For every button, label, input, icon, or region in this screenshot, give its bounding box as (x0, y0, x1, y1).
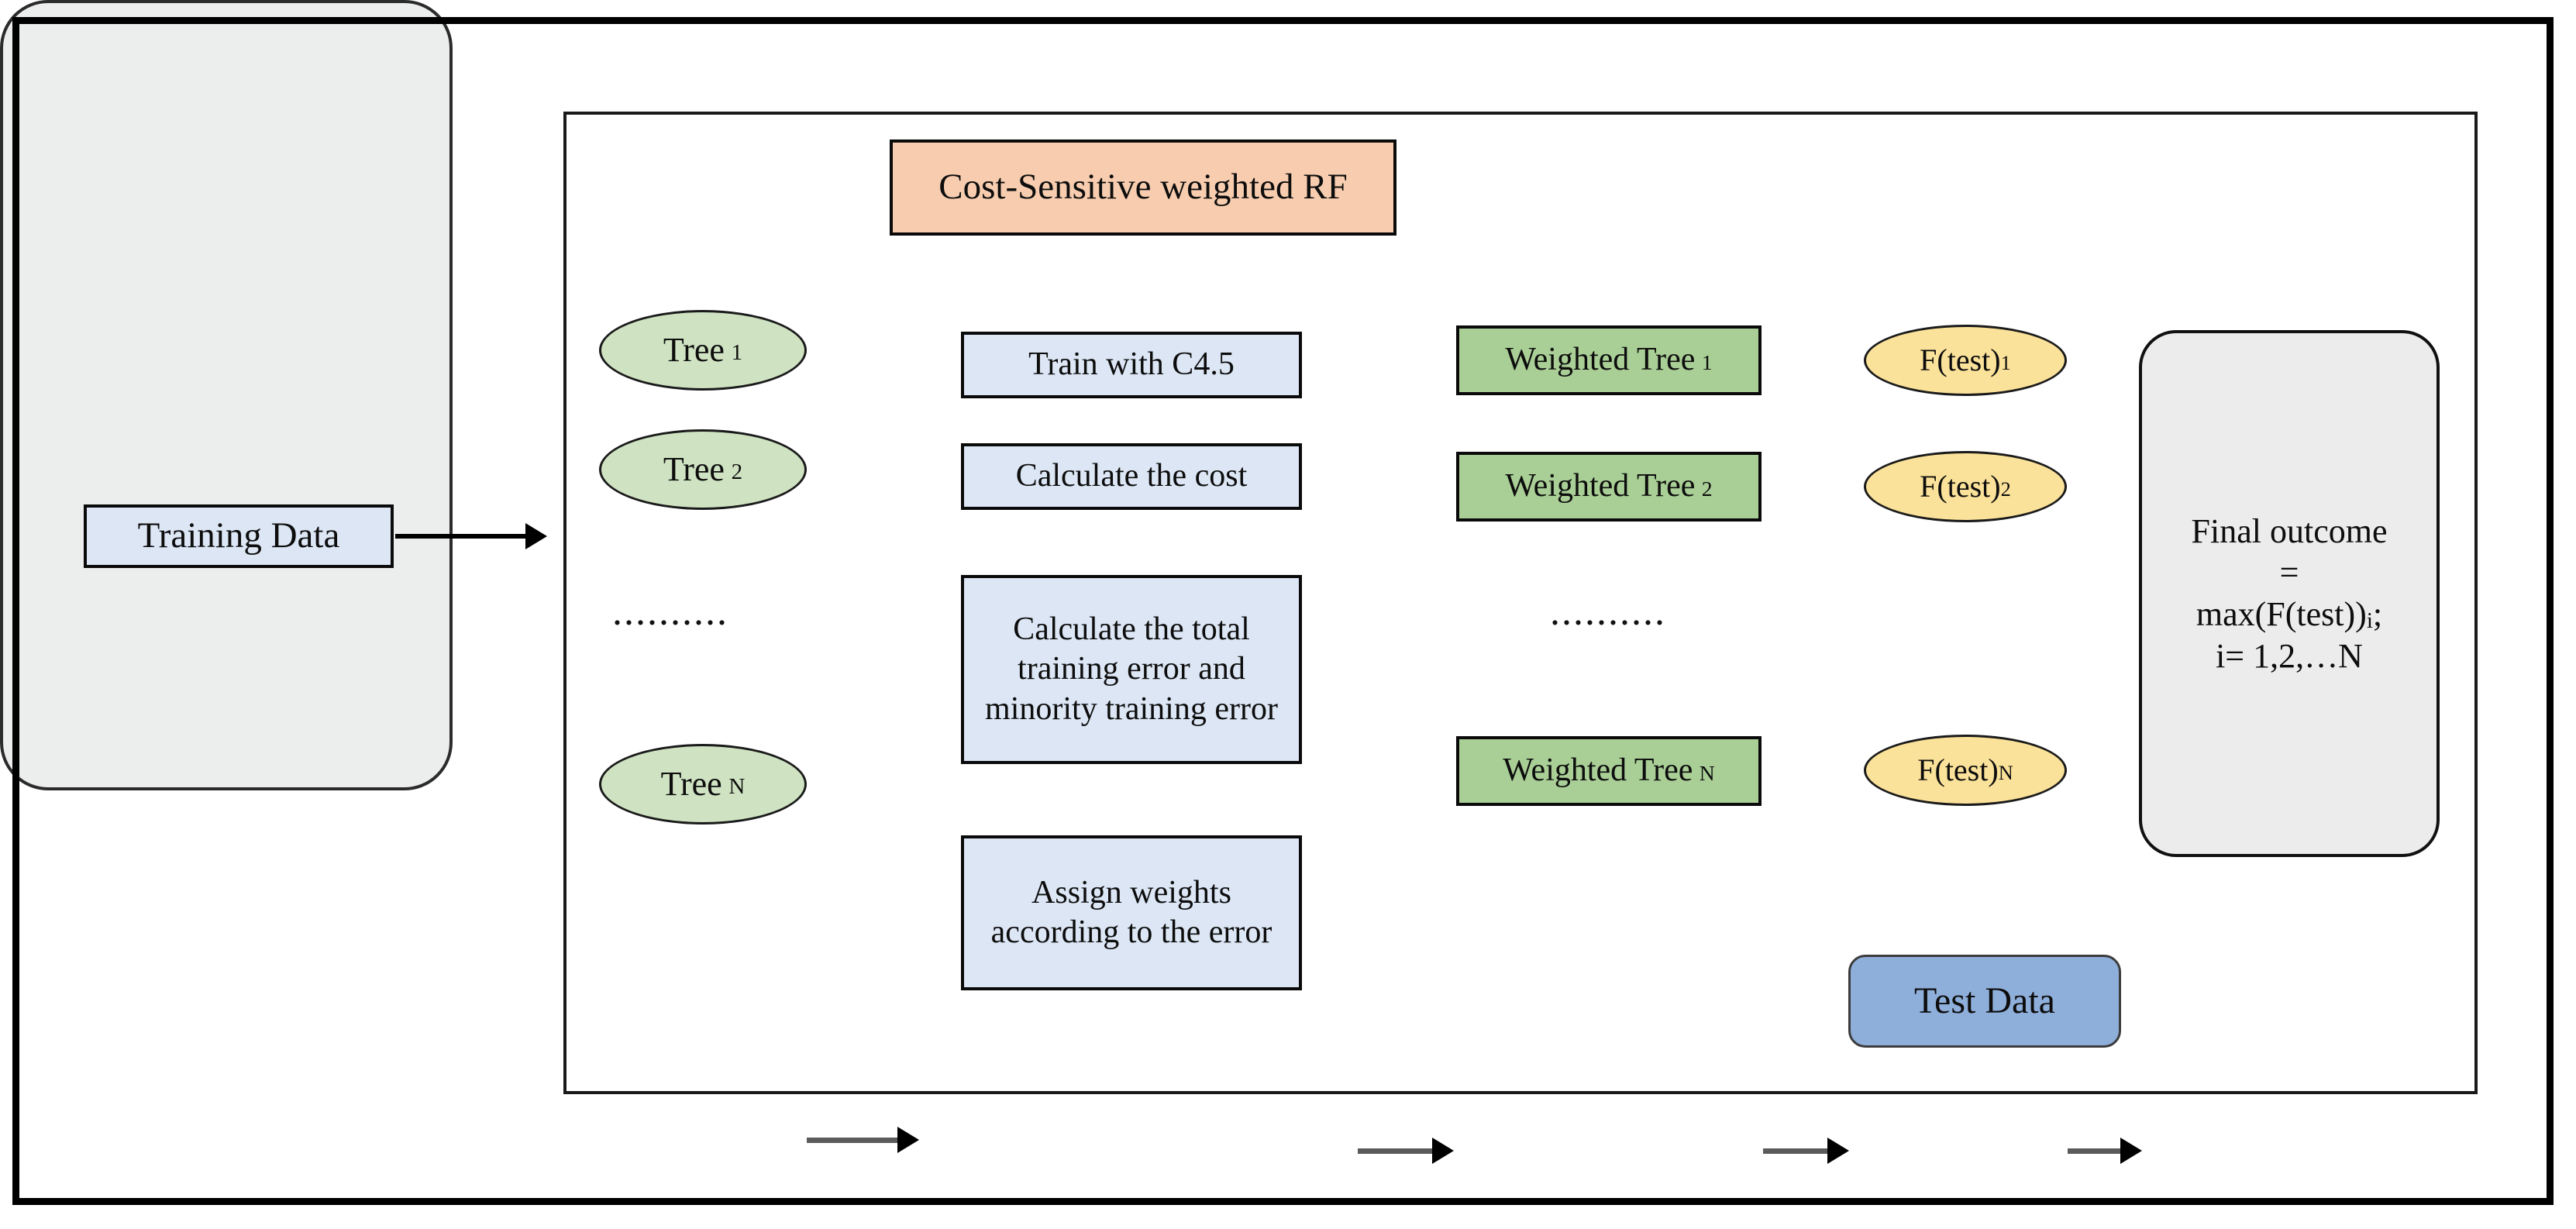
weighted-tree-index-2: 2 (1701, 477, 1713, 501)
tree-label-2: Tree (663, 450, 725, 489)
weighted-tree-label-n: Weighted Tree (1503, 752, 1693, 789)
step-label-error: Calculate the total training error and m… (985, 611, 1278, 727)
final-outcome-box: Final outcome = max(F(test))i; i= 1,2,…N (2139, 330, 2440, 857)
ftest-node-2[interactable]: F(test) 2 (1864, 451, 2067, 522)
step-box-weights[interactable]: Assign weights according to the error (961, 835, 1302, 990)
weighted-tree-box-n[interactable]: Weighted Tree N (1456, 736, 1762, 806)
ftest-index-2: 2 (2000, 477, 2011, 501)
final-outcome-line3-sub: i (2366, 608, 2373, 634)
tree-node-1[interactable]: Tree 1 (599, 310, 807, 391)
inner-border (563, 112, 2478, 1094)
header-title-label: Cost-Sensitive weighted RF (938, 167, 1348, 208)
tree-node-2[interactable]: Tree 2 (599, 429, 807, 510)
step-label-train: Train with C4.5 (1028, 346, 1235, 383)
final-outcome-line2: = (2279, 553, 2299, 592)
weighted-tree-index-1: 1 (1701, 350, 1713, 375)
ftest-node-n[interactable]: F(test) N (1864, 735, 2067, 806)
ellipsis-right: .......... (1550, 590, 1666, 634)
test-data-box[interactable]: Test Data (1848, 955, 2121, 1048)
step-label-cost: Calculate the cost (1015, 458, 1248, 494)
weighted-tree-index-n: N (1699, 761, 1715, 786)
step-label-weights: Assign weights according to the error (990, 874, 1273, 950)
weighted-tree-label-1: Weighted Tree (1505, 342, 1696, 378)
ellipsis-left: .......... (612, 590, 728, 634)
training-data-label: Training Data (137, 515, 340, 556)
final-outcome-line1: Final outcome (2191, 511, 2388, 550)
test-data-label: Test Data (1914, 979, 2055, 1021)
outer-border (12, 17, 2554, 1205)
step-box-train[interactable]: Train with C4.5 (961, 332, 1302, 398)
step-box-cost[interactable]: Calculate the cost (961, 443, 1302, 510)
final-outcome-line4: i= 1,2,…N (2216, 636, 2363, 675)
tree-node-n[interactable]: Tree N (599, 744, 807, 824)
step-box-error[interactable]: Calculate the total training error and m… (961, 575, 1302, 764)
tree-label-n: Tree (660, 765, 722, 804)
final-outcome-line3-suffix: ; (2372, 595, 2383, 633)
weighted-tree-box-2[interactable]: Weighted Tree 2 (1456, 452, 1762, 522)
ftest-index-1: 1 (2000, 351, 2011, 375)
weighted-tree-label-2: Weighted Tree (1505, 468, 1696, 504)
ftest-label-1: F(test) (1920, 342, 2001, 377)
process-container (0, 0, 453, 790)
ftest-label-n: F(test) (1917, 752, 1999, 787)
training-data-box[interactable]: Training Data (84, 504, 394, 568)
final-outcome-line3-prefix: max(F(test)) (2195, 595, 2367, 633)
weighted-tree-box-1[interactable]: Weighted Tree 1 (1456, 325, 1762, 395)
header-title-box: Cost-Sensitive weighted RF (890, 139, 1396, 236)
final-outcome-line3: max(F(test))i; (2196, 594, 2382, 635)
ftest-index-n: N (1998, 761, 2013, 785)
tree-index-2: 2 (731, 459, 743, 484)
tree-label-1: Tree (663, 331, 725, 370)
ftest-label-2: F(test) (1920, 468, 2001, 504)
ftest-node-1[interactable]: F(test) 1 (1864, 325, 2067, 396)
tree-index-1: 1 (731, 339, 743, 365)
tree-index-n: N (728, 773, 746, 799)
